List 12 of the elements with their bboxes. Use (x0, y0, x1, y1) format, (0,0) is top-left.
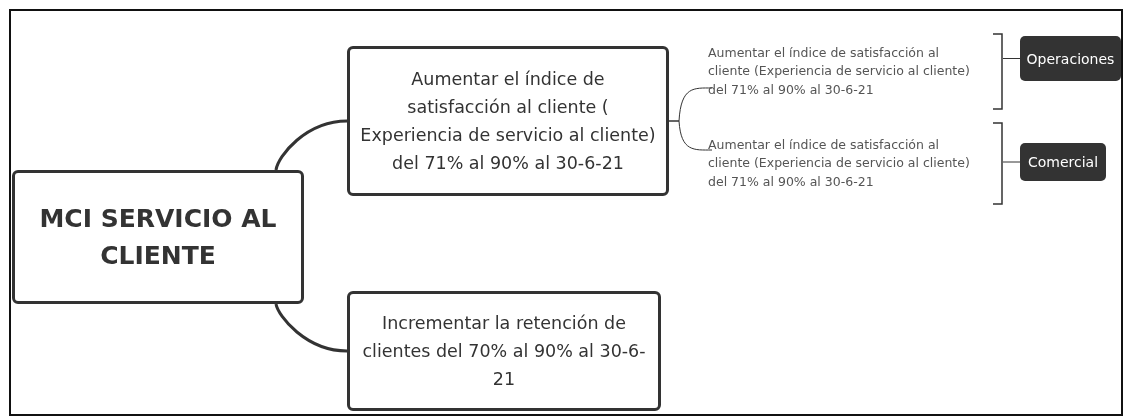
central-topic-box: MCI SERVICIO AL CLIENTE (12, 170, 304, 304)
connector-line (668, 120, 713, 151)
subtopic-text: Aumentar el índice de satisfacción al cliente (Experiencia de servicio al cliente) del 71% al 90% al 30-6-21 (708, 33, 1003, 110)
tag-label: Comercial (1020, 143, 1106, 181)
connector-line (1002, 161, 1021, 163)
topic-box: Aumentar el índice de satisfacción al cliente ( Experiencia de servicio al cliente) del 71% al 90% al 30-6-21 (347, 46, 669, 196)
tag-label: Operaciones (1020, 36, 1121, 81)
connector-line (274, 119, 348, 171)
connector-line (1002, 58, 1021, 59)
subtopic-text: Aumentar el índice de satisfacción al cliente (Experiencia de servicio al cliente) del 71% al 90% al 30-6-21 (708, 122, 1003, 205)
topic-box: Incrementar la retención de clientes del 70% al 90% al 30-6-21 (347, 291, 661, 411)
connector-line (274, 303, 348, 353)
